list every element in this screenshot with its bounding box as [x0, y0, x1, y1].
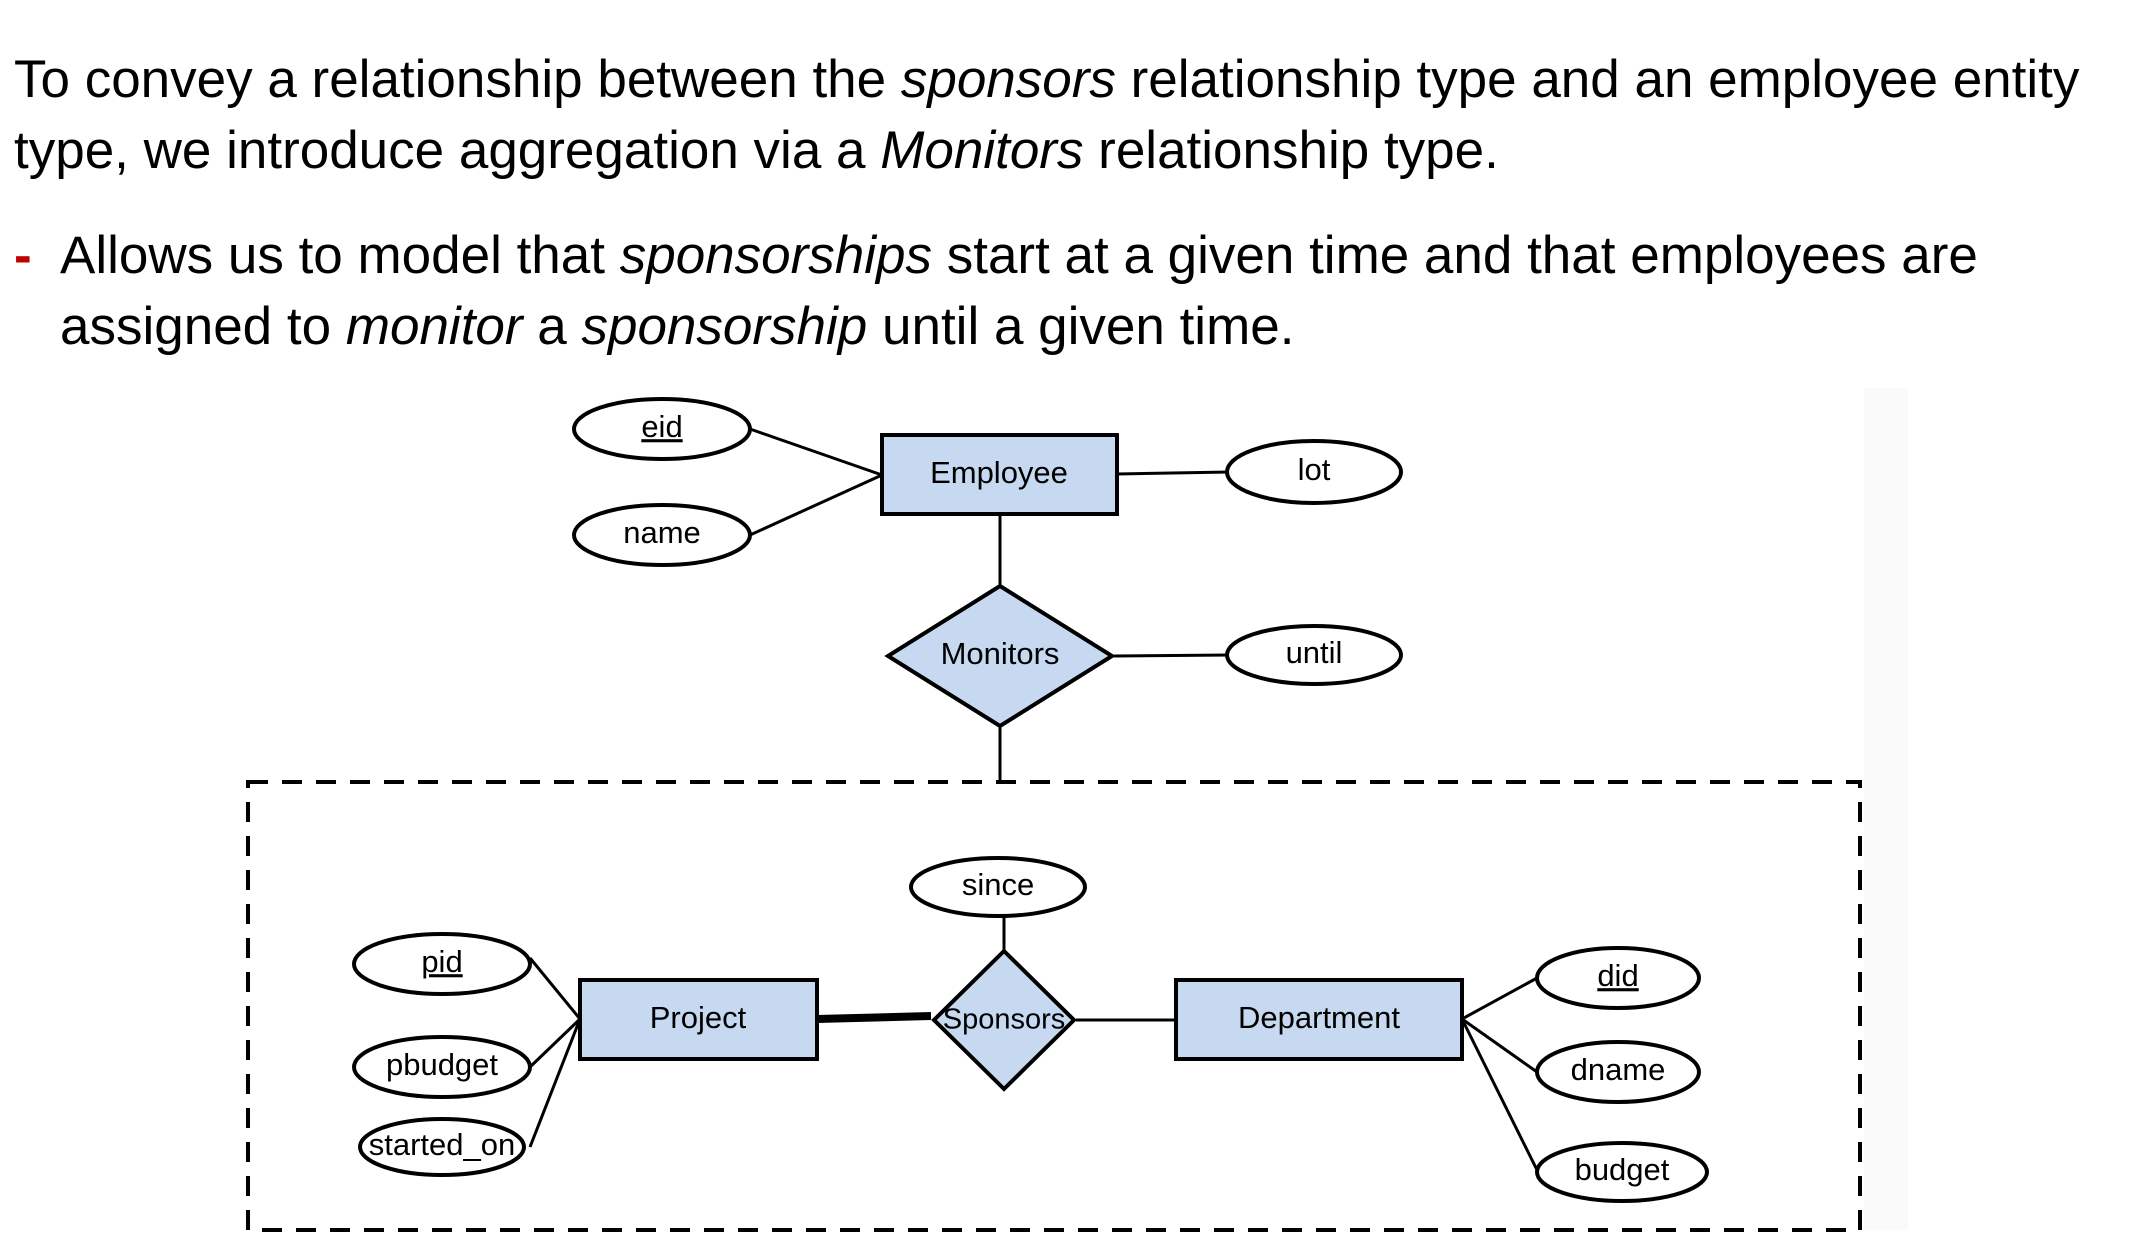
attribute-until: until	[1225, 624, 1403, 686]
attribute-name-label: name	[623, 515, 701, 550]
attribute-pbudget-label: pbudget	[386, 1047, 498, 1082]
attribute-did-label: did	[1597, 958, 1638, 993]
entity-department: Department	[1174, 978, 1464, 1061]
attribute-started-on-label: started_on	[369, 1127, 516, 1162]
bullet-text-2: start at a given time and that employees…	[60, 226, 1978, 356]
bullet-text-3: a	[522, 297, 582, 356]
bullet-marker: -	[14, 226, 32, 285]
intro-emphasis-sponsors: sponsors	[900, 50, 1116, 109]
attribute-started-on: started_on	[358, 1117, 526, 1177]
diagram-panel-edge	[1864, 388, 1908, 1230]
attribute-pid-label: pid	[421, 944, 462, 979]
relationship-monitors-label: Monitors	[941, 636, 1060, 671]
attribute-lot: lot	[1225, 439, 1403, 505]
edge-monitors-until	[1113, 653, 1231, 658]
attribute-budget-label: budget	[1575, 1152, 1670, 1187]
edge-pid-project	[528, 957, 582, 1020]
relationship-monitors: Monitors	[884, 583, 1116, 729]
bullet-emphasis-sponsorships: sponsorships	[619, 226, 932, 285]
attribute-eid-label: eid	[641, 409, 682, 444]
intro-paragraph: To convey a relationship between the spo…	[14, 44, 2124, 186]
intro-text-2: relationship type and an employee entity…	[14, 50, 2080, 180]
attribute-since: since	[909, 856, 1087, 918]
relationship-sponsors: Sponsors	[931, 948, 1077, 1092]
edge-employee-lot	[1116, 470, 1231, 476]
intro-text-3: relationship type.	[1083, 121, 1499, 180]
bullet-item: - Allows us to model that sponsorships s…	[14, 220, 2124, 362]
entity-project-label: Project	[650, 1000, 747, 1035]
edge-department-budget	[1460, 1018, 1539, 1171]
relationship-sponsors-label: Sponsors	[943, 1004, 1066, 1036]
edge-startedon-project	[528, 1018, 582, 1148]
attribute-budget: budget	[1535, 1141, 1709, 1203]
bullet-emphasis-monitor: monitor	[345, 297, 523, 356]
edge-name-employee	[749, 473, 883, 537]
attribute-pid: pid	[352, 932, 532, 996]
bullet-text-1: Allows us to model that	[60, 226, 620, 285]
entity-project: Project	[578, 978, 819, 1061]
attribute-dname: dname	[1535, 1040, 1701, 1104]
edge-pbudget-project	[528, 1017, 582, 1069]
attribute-did: did	[1535, 946, 1701, 1010]
attribute-name: name	[572, 503, 752, 567]
edge-department-dname	[1461, 1017, 1538, 1074]
entity-employee-label: Employee	[930, 455, 1068, 490]
attribute-dname-label: dname	[1571, 1052, 1666, 1087]
edge-department-did	[1461, 976, 1538, 1021]
intro-emphasis-monitors: Monitors	[880, 121, 1084, 180]
intro-text-1: To convey a relationship between the	[14, 50, 901, 109]
bullet-text-4: until a given time.	[867, 297, 1295, 356]
entity-employee: Employee	[880, 433, 1119, 516]
attribute-eid: eid	[572, 397, 752, 461]
attribute-until-label: until	[1286, 635, 1343, 670]
slide-text: To convey a relationship between the spo…	[14, 44, 2124, 362]
edge-project-sponsors	[816, 1012, 932, 1023]
attribute-pbudget: pbudget	[352, 1035, 532, 1099]
attribute-lot-label: lot	[1298, 452, 1331, 487]
attribute-since-label: since	[962, 867, 1034, 902]
aggregation-box	[246, 780, 1862, 1232]
entity-department-label: Department	[1238, 1000, 1400, 1035]
bullet-emphasis-sponsorship: sponsorship	[581, 297, 868, 356]
edge-eid-employee	[749, 427, 883, 477]
